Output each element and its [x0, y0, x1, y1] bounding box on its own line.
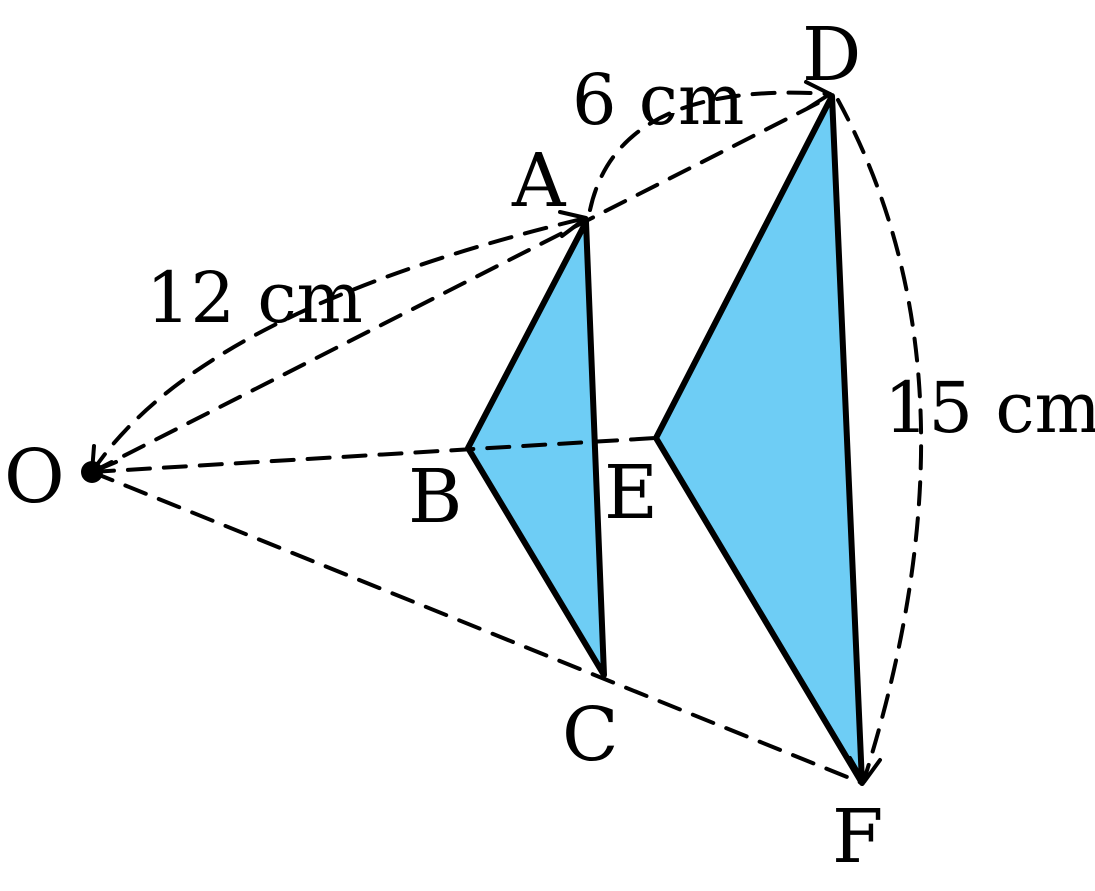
triangle-def	[653, 93, 865, 786]
ray-o-e	[90, 436, 658, 474]
label-e: E	[604, 450, 658, 536]
dimension-arc-oa	[90, 216, 588, 474]
dimension-arc-df	[836, 98, 924, 782]
dimension-arc-ad	[588, 90, 832, 212]
label-a: A	[511, 138, 567, 224]
arrowhead-at-d	[804, 80, 832, 110]
label-o: O	[4, 434, 65, 520]
label-c: C	[562, 692, 619, 778]
measure-ad: 6 cm	[572, 59, 744, 141]
label-f: F	[832, 794, 883, 880]
measure-oa: 12 cm	[146, 257, 363, 339]
ray-o-d	[90, 94, 834, 474]
arrowhead-at-f	[848, 756, 882, 784]
triangle-abc	[465, 219, 607, 678]
ray-o-f	[90, 470, 864, 785]
label-b: B	[408, 454, 462, 540]
arrowhead-at-a	[558, 210, 588, 238]
measure-df: 15 cm	[884, 367, 1095, 449]
center-point-o	[81, 461, 103, 483]
label-d: D	[802, 12, 861, 98]
